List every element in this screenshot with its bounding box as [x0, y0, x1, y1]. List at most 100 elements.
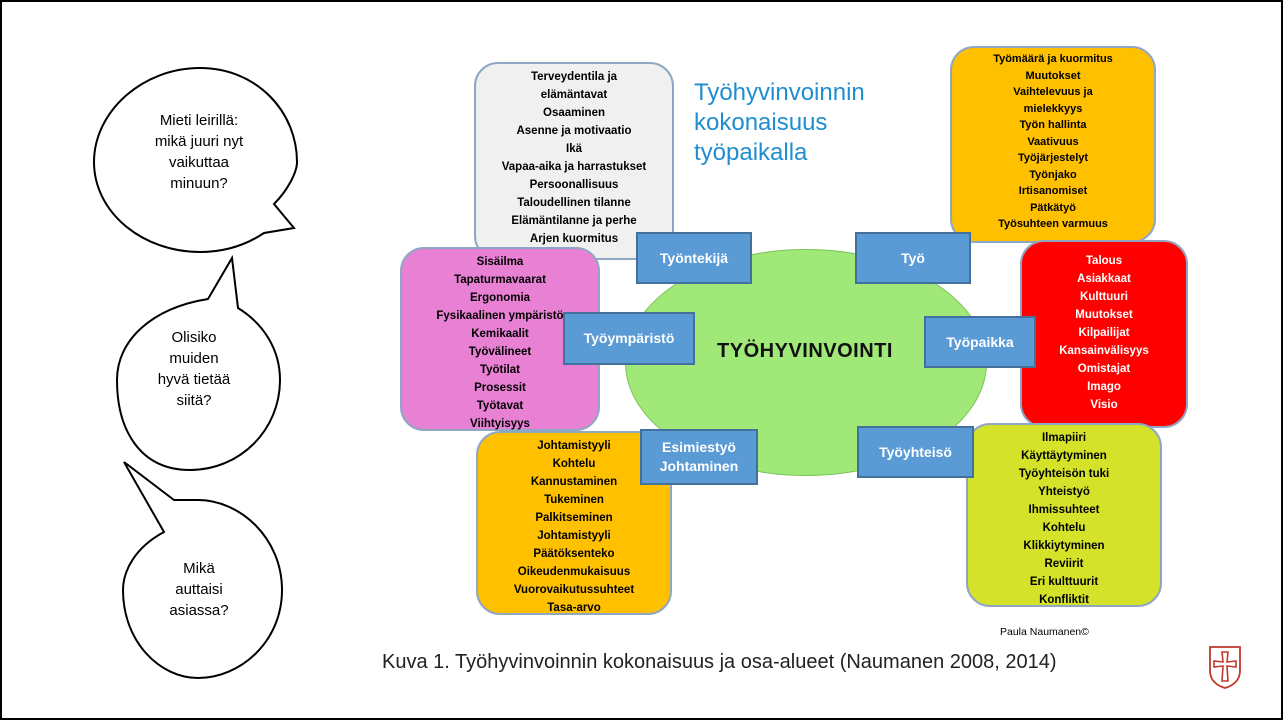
- box-item: mielekkyys: [1023, 102, 1083, 115]
- box-item: Terveydentila ja: [530, 71, 618, 83]
- box-item: elämäntavat: [540, 89, 608, 101]
- box-item: Talous: [1085, 255, 1123, 267]
- label-tyopaikka: Työpaikka: [924, 316, 1036, 368]
- box-item: Vuorovaikutussuhteet: [513, 584, 635, 596]
- box-item: Kemikaalit: [471, 328, 529, 340]
- box-item: Sisäilma: [476, 256, 524, 268]
- box-item: Reviirit: [1044, 558, 1084, 570]
- box-item: Kansainvälisyys: [1059, 345, 1149, 357]
- bubble-line: mikä juuri nyt: [154, 133, 244, 150]
- box-item: Tasa-arvo: [547, 602, 601, 614]
- bubble-line: vaikuttaa: [168, 154, 230, 171]
- box-item: Persoonallisuus: [529, 179, 619, 191]
- bubble-line: Olisiko: [171, 329, 217, 346]
- box-item: Vapaa-aika ja harrastukset: [501, 161, 647, 173]
- box-item: Arjen kuormitus: [529, 233, 619, 245]
- cross-shield-icon: [1209, 646, 1241, 689]
- box-item: Muutokset: [1075, 309, 1133, 321]
- credit-text: Paula Naumanen©: [1000, 626, 1089, 638]
- label-esimiestyo: Esimiestyö Johtaminen: [640, 429, 758, 485]
- box-item: Ergonomia: [469, 292, 531, 304]
- box-tyo: Työmäärä ja kuormitus Muutokset Vaihtele…: [950, 46, 1156, 243]
- title-line: Työhyvinvoinnin: [694, 79, 865, 106]
- box-item: Tapaturmavaarat: [454, 274, 546, 286]
- box-item: Työn hallinta: [1019, 119, 1087, 131]
- speech-bubble-2: [115, 254, 282, 472]
- center-label: TYÖHYVINVOINTI: [717, 340, 893, 362]
- bubble-line: minuun?: [170, 175, 228, 192]
- box-item: Klikkiytyminen: [1023, 540, 1105, 552]
- box-item: Vaativuus: [1027, 135, 1079, 148]
- box-item: Kulttuuri: [1080, 291, 1128, 303]
- box-tyoyhteiso: Ilmapiiri Käyttäytyminen Työyhteisön tuk…: [966, 423, 1162, 607]
- box-item: Asenne ja motivaatio: [516, 125, 632, 137]
- box-item: Kannustaminen: [530, 476, 618, 488]
- box-item: Kilpailijat: [1078, 327, 1130, 339]
- box-tyontekija: Terveydentila ja elämäntavat Osaaminen A…: [474, 62, 674, 260]
- box-esimiestyo: Johtamistyyli Kohtelu Kannustaminen Tuke…: [476, 431, 672, 615]
- box-item: Pätkätyö: [1030, 201, 1076, 214]
- box-item: Työnjako: [1029, 168, 1077, 181]
- bubble-line: asiassa?: [169, 602, 229, 619]
- box-item: Ihmissuhteet: [1028, 504, 1100, 516]
- diagram-title: Työhyvinvoinnin kokonaisuus työpaikalla: [694, 78, 934, 168]
- box-item: Visio: [1090, 399, 1118, 411]
- box-item: Viihtyisyys: [470, 418, 530, 430]
- box-item: Imago: [1087, 381, 1121, 393]
- bubble-line: hyvä tietää: [157, 371, 231, 388]
- bubble-line: Mikä: [183, 560, 215, 577]
- box-item: Ikä: [566, 143, 582, 155]
- box-item: Elämäntilanne ja perhe: [511, 215, 637, 227]
- box-tyopaikka: Talous Asiakkaat Kulttuuri Muutokset Kil…: [1020, 240, 1188, 428]
- box-item: Käyttäytyminen: [1021, 450, 1107, 462]
- box-item: Kohtelu: [1042, 522, 1086, 534]
- box-item: Työyhteisön tuki: [1018, 468, 1110, 480]
- box-item: Yhteistyö: [1038, 486, 1090, 498]
- box-item: Vaihtelevuus ja: [1013, 86, 1093, 98]
- speech-bubble-1: [92, 66, 299, 254]
- title-line: kokonaisuus: [694, 109, 828, 136]
- box-item: Palkitseminen: [535, 512, 613, 524]
- label-line: Esimiestyö: [662, 439, 736, 455]
- label-tyoyhteiso: Työyhteisö: [857, 426, 974, 478]
- title-line: työpaikalla: [694, 139, 808, 166]
- box-item: Työtilat: [479, 364, 521, 376]
- box-item: Työvälineet: [468, 346, 532, 358]
- bubble-line: muiden: [169, 350, 219, 367]
- box-item: Johtamistyyli: [537, 440, 611, 452]
- box-item: Eri kulttuurit: [1029, 576, 1099, 588]
- label-line: Johtaminen: [659, 458, 739, 474]
- label-tyontekija: Työntekijä: [636, 232, 752, 284]
- box-item: Prosessit: [474, 382, 526, 394]
- box-item: Fysikaalinen ympäristö: [436, 310, 564, 322]
- box-item: Johtamistyyli: [537, 530, 611, 542]
- speech-bubble-3: [121, 461, 284, 680]
- speech-bubble-3-text: Mikä auttaisi asiassa?: [134, 558, 264, 621]
- speech-bubble-2-text: Olisiko muiden hyvä tietää siitä?: [124, 327, 264, 411]
- box-item: Omistajat: [1077, 363, 1131, 375]
- box-item: Työsuhteen varmuus: [998, 218, 1108, 230]
- box-item: Työtavat: [476, 400, 524, 412]
- speech-bubble-1-text: Mieti leirillä: mikä juuri nyt vaikuttaa…: [114, 110, 284, 194]
- label-tyoymparisto: Työympäristö: [563, 312, 695, 365]
- box-item: Muutokset: [1025, 69, 1081, 82]
- box-item: Osaaminen: [543, 107, 605, 119]
- bubble-line: siitä?: [176, 392, 212, 409]
- box-item: Tukeminen: [544, 494, 604, 506]
- box-item: Oikeudenmukaisuus: [517, 566, 631, 578]
- box-item: Ilmapiiri: [1041, 432, 1087, 444]
- bubble-line: Mieti leirillä:: [159, 112, 239, 129]
- box-item: Asiakkaat: [1077, 273, 1131, 285]
- figure-caption: Kuva 1. Työhyvinvoinnin kokonaisuus ja o…: [382, 651, 1057, 673]
- box-item: Kohtelu: [552, 458, 596, 470]
- box-item: Työjärjestelyt: [1017, 152, 1089, 164]
- box-item: Päätöksenteko: [533, 548, 615, 560]
- box-item: Työmäärä ja kuormitus: [993, 53, 1113, 65]
- box-item: Taloudellinen tilanne: [517, 197, 631, 209]
- bubble-line: auttaisi: [175, 581, 223, 598]
- box-item: Konfliktit: [1039, 594, 1089, 606]
- box-item: Irtisanomiset: [1018, 185, 1088, 197]
- label-tyo: Työ: [855, 232, 971, 284]
